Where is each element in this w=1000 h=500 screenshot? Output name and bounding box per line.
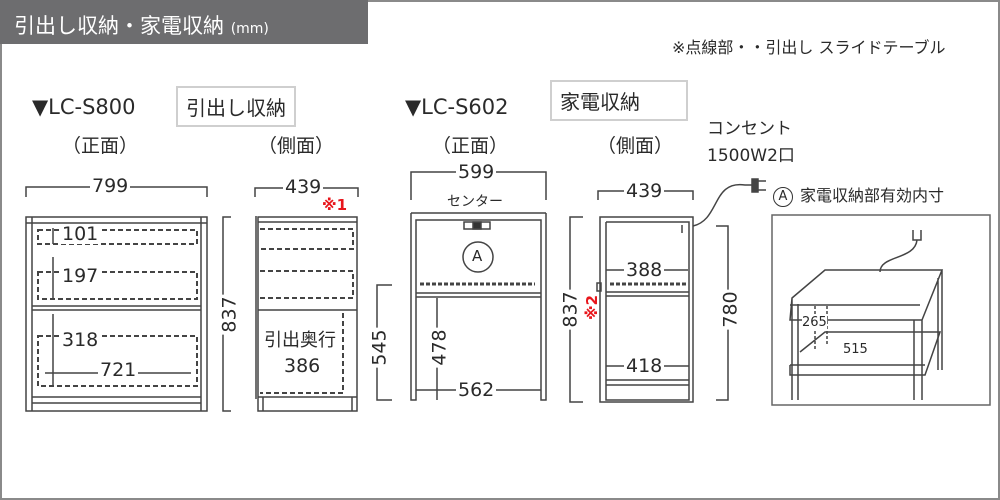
dim-height: 837 [559,289,582,330]
dim-height: 837 [218,294,241,335]
dim-bottom-depth: 418 [624,355,665,377]
dim-inner-width: 721 [98,359,139,381]
dim-drawer2: 197 [60,265,101,287]
view-label-front: （正面） [432,135,509,157]
detail-title: 家電収納部有効内寸 [800,186,945,205]
type-label-appliance: 家電収納 [550,80,688,121]
dim-depth: 439 [283,176,324,198]
lc-s800-side-drawing [254,187,359,412]
mark-a: A [472,247,483,265]
dim-back-height: 780 [719,289,742,330]
type-label-drawer: 引出し収納 [176,86,296,127]
outlet-label: コンセント [707,119,792,139]
note-2: ※2 [583,294,602,321]
model-lc-s800: ▼LC-S800 [32,95,136,119]
drawer-depth-label: 引出奥行 [262,330,338,351]
dim-inner-width: 562 [456,379,497,401]
view-label-side: （側面） [597,135,674,157]
header-title: 引出し収納・家電収納 [14,14,224,38]
dim-open-height: 478 [428,327,451,368]
view-label-side: （側面） [258,135,335,157]
detail-mark-a: A [773,187,793,207]
dim-drawer3: 318 [60,329,101,351]
dim-depth: 439 [624,180,665,202]
dim-detail-width: 515 [843,342,868,357]
header-unit: (mm) [230,21,269,37]
dim-drawer-depth: 386 [282,355,323,377]
detail-perspective-drawing [771,214,991,406]
outlet-spec: 1500W2口 [707,146,795,166]
dim-width: 799 [90,175,131,197]
dim-drawer1: 101 [60,223,101,245]
lc-s800-front-drawing [25,186,231,412]
view-label-front: （正面） [62,135,139,157]
model-lc-s602: ▼LC-S602 [405,95,509,119]
dim-width: 599 [456,161,497,183]
dim-detail-height: 265 [802,315,827,330]
legend-note: ※点線部・・引出し スライドテーブル [672,38,946,57]
note-1: ※1 [322,196,348,214]
dim-shelf-depth: 388 [624,259,665,281]
dim-lower-height: 545 [368,327,391,368]
header-banner: 引出し収納・家電収納 (mm) [0,0,368,44]
center-label: センター [447,194,503,210]
